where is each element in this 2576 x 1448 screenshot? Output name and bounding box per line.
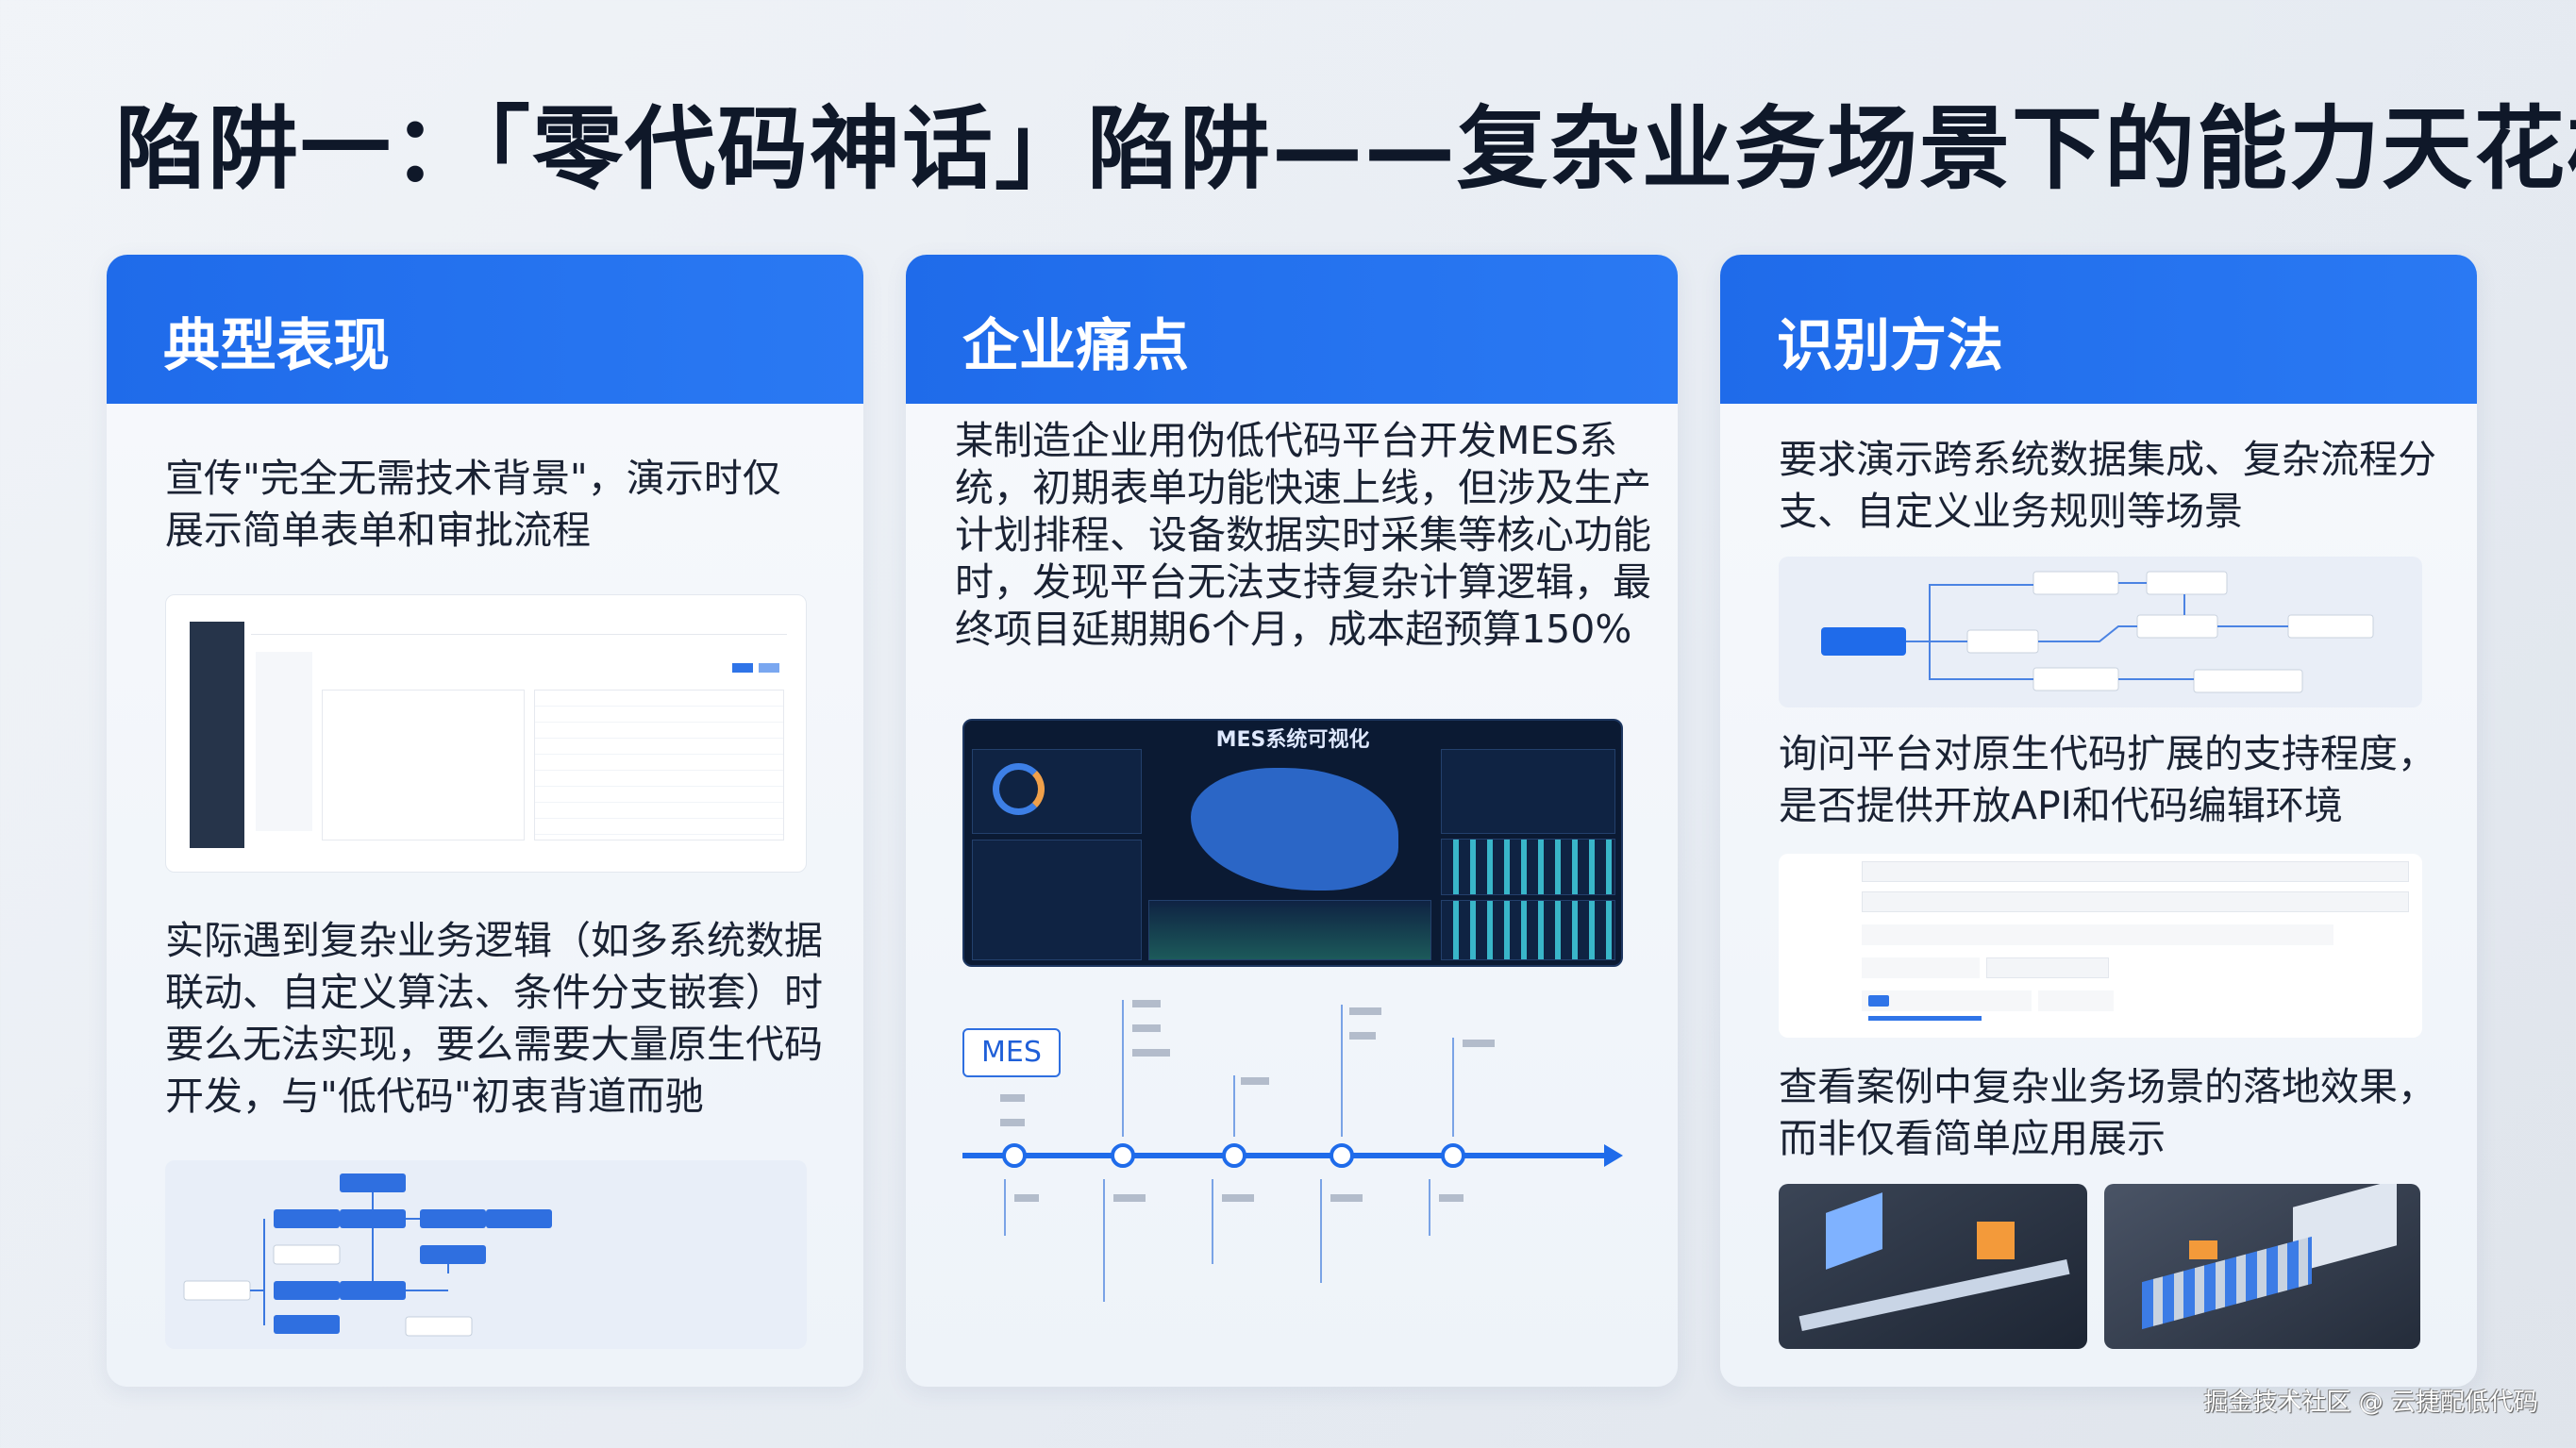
- card-typical: 典型表现 宣传"完全无需技术背景"，演示时仅展示简单表单和审批流程 实际遇到复杂…: [107, 255, 863, 1387]
- card-text: 宣传"完全无需技术背景"，演示时仅展示简单表单和审批流程: [165, 456, 781, 553]
- card-header: 识别方法: [1720, 255, 2477, 404]
- card-text: 实际遇到复杂业务逻辑（如多系统数据联动、自定义算法、条件分支嵌套）时要么无法实现…: [165, 918, 823, 1119]
- card-header: 企业痛点: [906, 255, 1678, 404]
- mes-timeline-image: MES: [962, 990, 1623, 1368]
- card-header: 典型表现: [107, 255, 863, 404]
- case-3d-image-2: [2104, 1184, 2420, 1349]
- card-text: 查看案例中复杂业务场景的落地效果，而非仅看简单应用展示: [1779, 1064, 2436, 1161]
- card-pain-points: 企业痛点 某制造企业用伪低代码平台开发MES系统，初期表单功能快速上线，但涉及生…: [906, 255, 1678, 1387]
- mes-dashboard-image: MES系统可视化: [962, 719, 1623, 967]
- watermark: 掘金技术社区 @ 云捷配低代码: [2203, 1389, 2538, 1417]
- form-app-screenshot: [165, 594, 807, 873]
- card-text: 询问平台对原生代码扩展的支持程度，是否提供开放API和代码编辑环境: [1779, 731, 2436, 828]
- card-text: 要求演示跨系统数据集成、复杂流程分支、自定义业务规则等场景: [1779, 437, 2436, 534]
- flowchart-image: [165, 1160, 807, 1349]
- case-3d-image-1: [1779, 1184, 2087, 1349]
- dashboard-title: MES系统可视化: [1215, 728, 1370, 752]
- code-editor-form-image: [1779, 854, 2422, 1038]
- mes-label: MES: [962, 1028, 1061, 1077]
- card-text: 某制造企业用伪低代码平台开发MES系统，初期表单功能快速上线，但涉及生产计划排程…: [955, 418, 1651, 652]
- page-title: 陷阱一：「零代码神话」陷阱——复杂业务场景下的能力天花板: [115, 96, 2576, 202]
- card-identification: 识别方法 要求演示跨系统数据集成、复杂流程分支、自定义业务规则等场景 询问平台对…: [1720, 255, 2477, 1387]
- integration-flowchart-image: [1779, 557, 2422, 707]
